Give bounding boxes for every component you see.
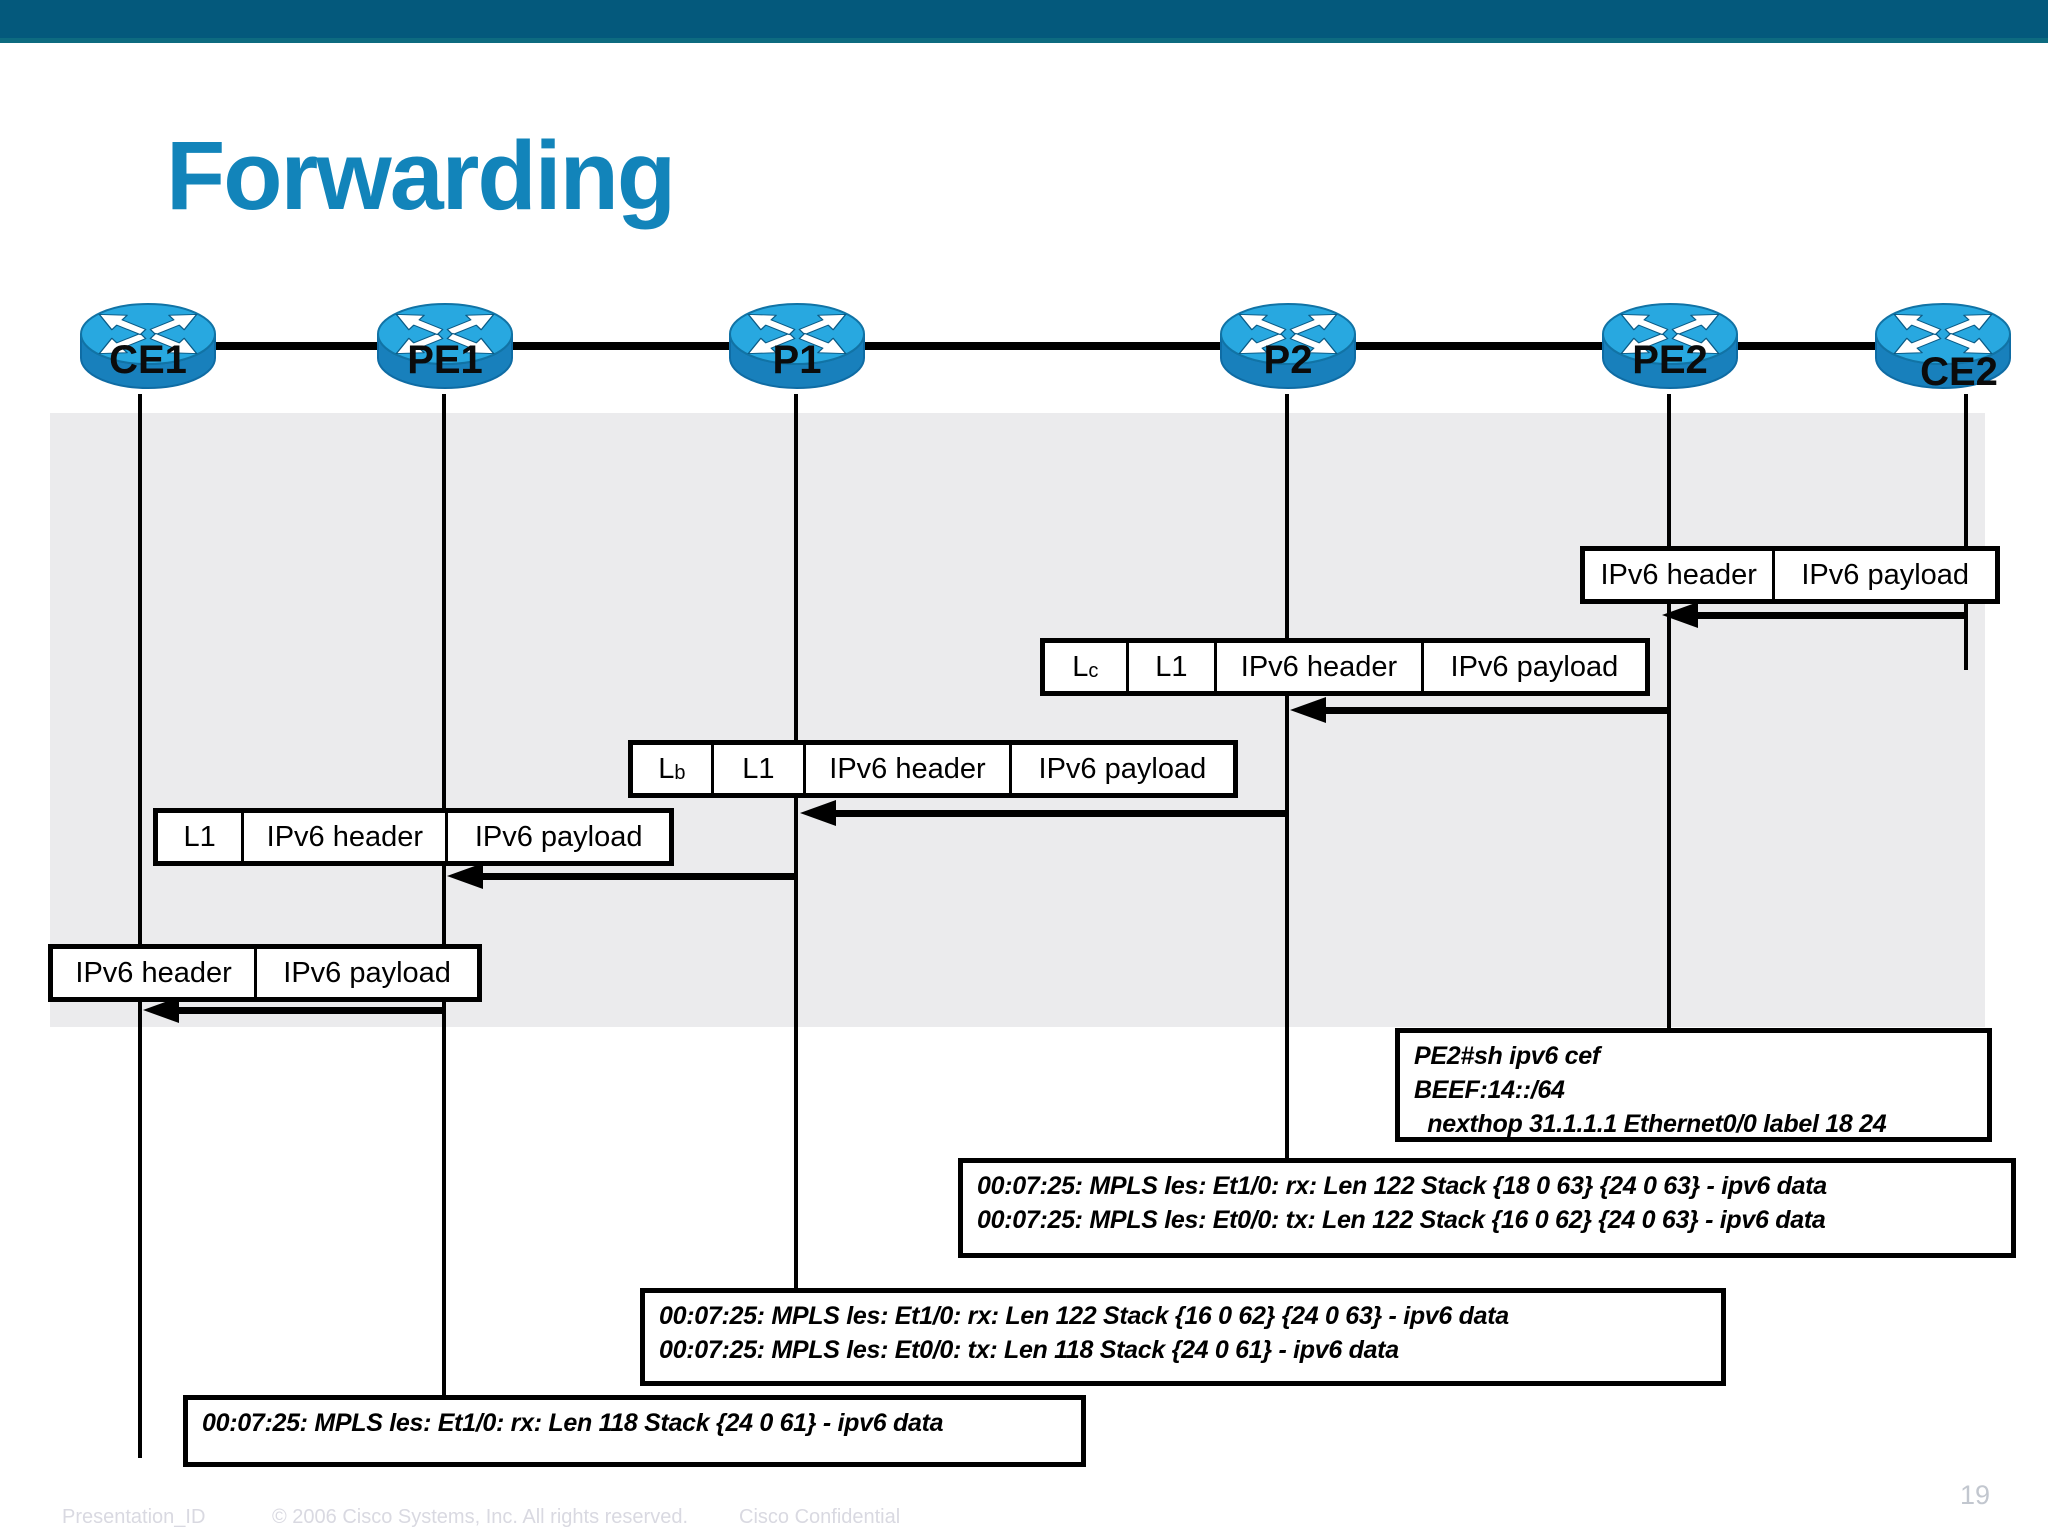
console-box-pe1-debug: 00:07:25: MPLS les: Et1/0: rx: Len 118 S…: [183, 1395, 1086, 1467]
packet-field: L1: [714, 745, 807, 793]
packet-box-ce1: IPv6 header IPv6 payload: [48, 944, 482, 1002]
timeline-ce1: [138, 394, 142, 1458]
router-label: PE2: [1632, 338, 1708, 382]
packet-field: IPv6 payload: [474, 820, 643, 853]
packet-field: IPv6 header: [1217, 643, 1424, 691]
flow-arrow-pe2-to-p2: [1290, 697, 1669, 723]
router-ce2: CE2: [1868, 294, 2018, 398]
router-pe1: PE1: [370, 294, 520, 398]
timeline-p1: [794, 394, 798, 1290]
router-label: CE1: [109, 338, 187, 382]
router-pe2: PE2: [1595, 294, 1745, 398]
router-label: CE2: [1920, 350, 1998, 394]
console-box-p2-debug: 00:07:25: MPLS les: Et1/0: rx: Len 122 S…: [958, 1158, 2016, 1258]
console-box-pe2-cef: PE2#sh ipv6 cef BEEF:14::/64 nexthop 31.…: [1395, 1028, 1992, 1142]
packet-field: IPv6 header: [806, 745, 1012, 793]
timeline-pe2: [1667, 394, 1671, 1030]
router-ce1: CE1: [73, 294, 223, 398]
packet-field: IPv6 payload: [1801, 558, 1970, 591]
console-box-p1-debug: 00:07:25: MPLS les: Et1/0: rx: Len 122 S…: [640, 1288, 1726, 1386]
diagram-background-band: [50, 413, 1985, 1027]
slide-title: Forwarding: [166, 121, 676, 230]
arrow-head-icon: [447, 863, 483, 889]
footer-copyright: © 2006 Cisco Systems, Inc. All rights re…: [272, 1506, 689, 1528]
flow-arrow-p2-to-p1: [800, 800, 1287, 826]
packet-field: IPv6 payload: [1038, 752, 1207, 785]
router-label: P2: [1263, 338, 1313, 382]
page-number: 19: [1960, 1480, 1991, 1510]
arrow-head-icon: [1290, 697, 1326, 723]
router-p1: P1: [722, 294, 872, 398]
router-label: P1: [772, 338, 822, 382]
packet-field: IPv6 payload: [1450, 650, 1619, 683]
arrow-head-icon: [800, 800, 836, 826]
footer-presentation-id: Presentation_ID: [62, 1506, 206, 1528]
timeline-p2: [1285, 394, 1289, 1160]
flow-arrow-ce2-to-pe2: [1662, 602, 1966, 628]
packet-field: IPv6 header: [244, 813, 449, 861]
router-label: PE1: [407, 338, 483, 382]
timeline-ce2: [1964, 394, 1968, 670]
flow-arrow-p1-to-pe1: [447, 863, 796, 889]
network-link-line: [148, 342, 1943, 350]
packet-field: IPv6 header: [53, 949, 258, 997]
top-bar: [0, 0, 2048, 43]
footer-confidential: Cisco Confidential: [739, 1506, 901, 1528]
router-p2: P2: [1213, 294, 1363, 398]
packet-field: L1: [1129, 643, 1218, 691]
packet-field: L1: [158, 813, 245, 861]
packet-box-ce2-pe2: IPv6 header IPv6 payload: [1580, 546, 2000, 604]
arrow-head-icon: [1662, 602, 1698, 628]
packet-box-pe1: L1 IPv6 header IPv6 payload: [153, 808, 674, 866]
packet-field: IPv6 payload: [283, 956, 451, 989]
packet-field: IPv6 header: [1585, 551, 1776, 599]
timeline-pe1: [442, 394, 446, 1397]
